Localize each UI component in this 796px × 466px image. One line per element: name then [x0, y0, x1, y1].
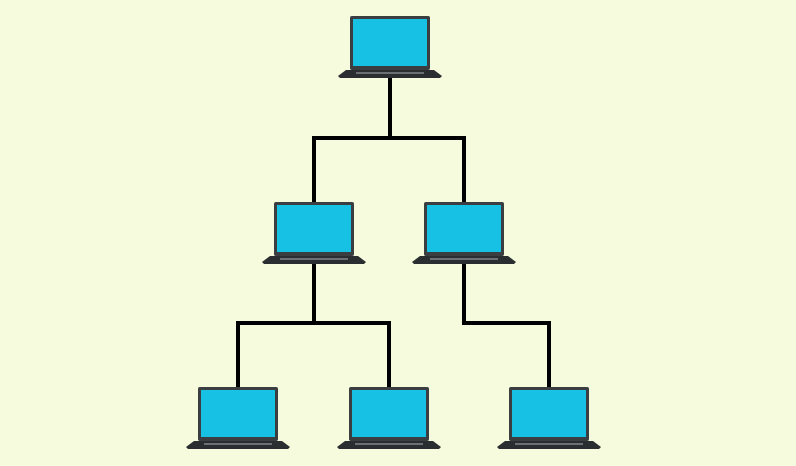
edge-root-to-mid-right: [388, 78, 466, 202]
laptop-keyboard: [355, 443, 423, 445]
node-leaf-left-laptop-icon: [186, 387, 290, 449]
laptop-screen: [352, 390, 426, 437]
laptop-keyboard: [356, 72, 424, 74]
node-leaf-right-laptop-icon: [497, 387, 601, 449]
laptop-screen: [512, 390, 586, 437]
node-mid-right-laptop-icon: [412, 202, 516, 264]
connection-lines: [236, 78, 551, 387]
node-mid-left-laptop-icon: [262, 202, 366, 264]
laptop-keyboard: [204, 443, 272, 445]
laptop-keyboard: [430, 258, 498, 260]
laptop-keyboard: [515, 443, 583, 445]
laptop-screen: [201, 390, 275, 437]
edge-mid-right-to-leaf-right: [462, 264, 551, 387]
node-leaf-middle-laptop-icon: [337, 387, 441, 449]
laptop-screen: [277, 205, 351, 252]
laptop-screen: [427, 205, 501, 252]
network-nodes: [186, 16, 601, 449]
laptop-keyboard: [280, 258, 348, 260]
laptop-screen: [353, 19, 427, 66]
node-root-laptop-icon: [338, 16, 442, 78]
edge-mid-left-to-leaf-middle: [312, 264, 391, 387]
